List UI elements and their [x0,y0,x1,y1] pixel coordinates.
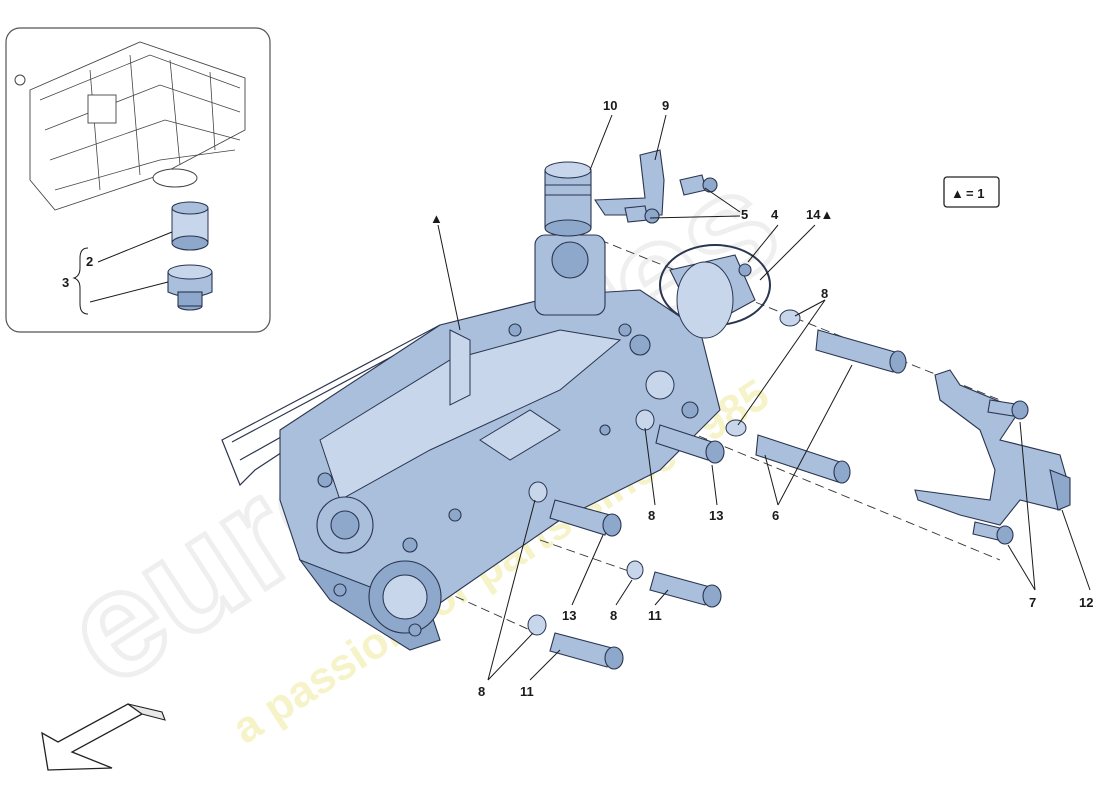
screws-lower [527,481,722,670]
callout-triangle: ▲ [430,211,443,226]
callout-10: 10 [603,98,617,113]
direction-arrow-icon [41,703,166,771]
callout-11-upper: 11 [648,608,662,623]
inset-leader-3 [89,281,169,303]
inset-oil-filter-cap [167,264,213,311]
pulley-hub [659,244,771,339]
washers-8-right [635,309,801,437]
leader-lines [437,114,1091,681]
callout-4: 4 [771,207,779,222]
bracket [593,149,665,216]
pipe-fitting [544,161,592,237]
callout-labels: 10 9 5 4 14▲ 8 8 13 6 7 12 13 8 11 8 11 … [430,98,1093,699]
inset-callout-3: 3 [62,275,69,290]
inset-engine-block [14,41,246,211]
callout-8-bottom: 8 [478,684,485,699]
callout-14: 14▲ [806,207,833,222]
bracket-12 [914,369,1071,526]
callout-13-upper: 13 [709,508,723,523]
screw-13-upper [655,424,725,464]
legend-text: = 1 [966,186,984,201]
bolts-5 [624,174,718,224]
callout-13-lower: 13 [562,608,576,623]
studs-6 [755,329,907,484]
inset-oil-filter-cartridge [171,201,209,251]
legend-box: ▲ = 1 [943,176,1000,208]
inset-callout-2: 2 [86,254,93,269]
inset-leader-2 [97,231,173,263]
oil-pump-body [279,234,721,651]
callout-8-upper: 8 [821,286,828,301]
callout-8-lower: 8 [610,608,617,623]
callout-6: 6 [772,508,779,523]
callout-8-mid: 8 [648,508,655,523]
callout-5: 5 [741,207,748,222]
callout-7: 7 [1029,595,1036,610]
inset-bracket [72,247,89,315]
bolts-7 [972,399,1029,545]
callout-11-lower: 11 [520,684,534,699]
callout-9: 9 [662,98,669,113]
callout-12: 12 [1079,595,1093,610]
legend-symbol: ▲ [951,186,964,201]
inset-oil-filter: 2 3 [5,27,271,333]
